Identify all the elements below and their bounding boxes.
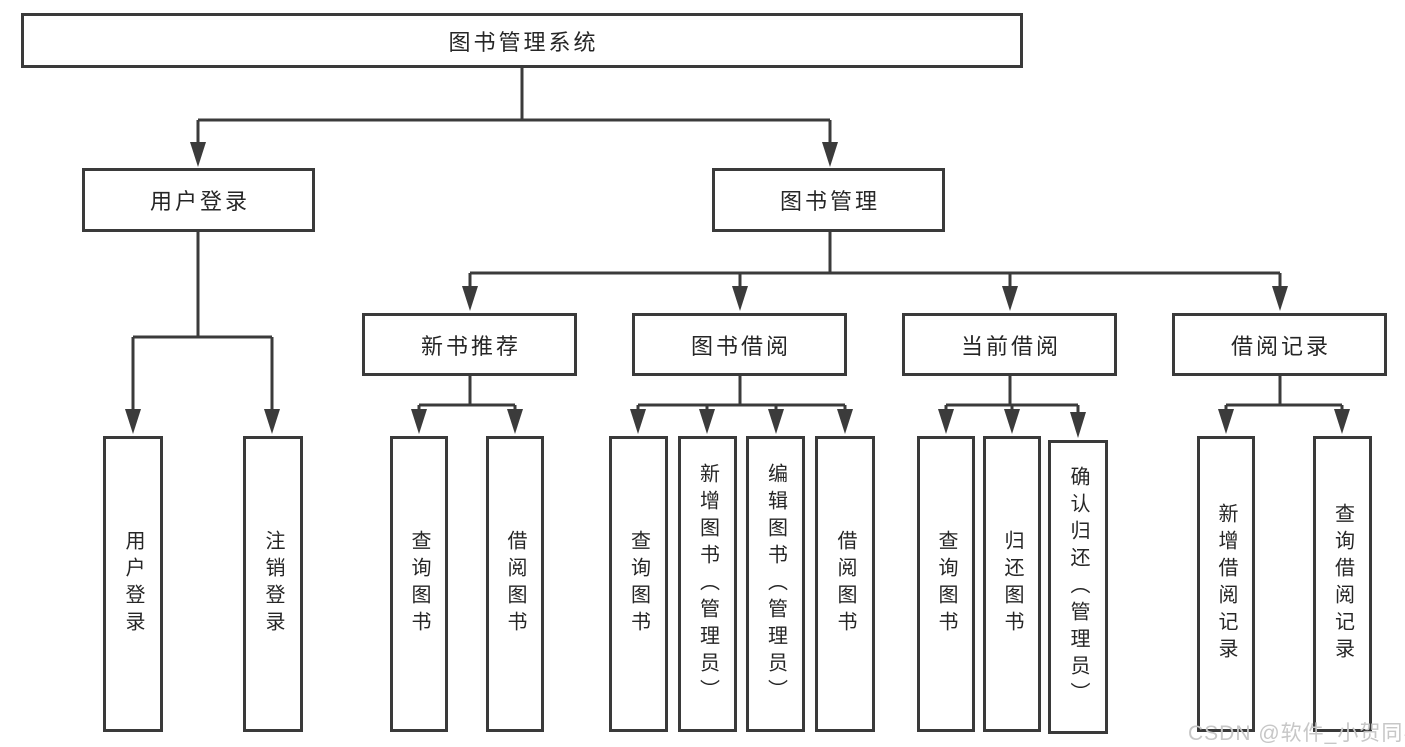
node-label: 用户登录 xyxy=(149,189,250,214)
leaf-add-borrow-record: 新增借阅记录 xyxy=(1197,436,1255,732)
leaf-label: 确认归还（管理员） xyxy=(1067,465,1089,709)
leaf-label: 新增图书（管理员） xyxy=(696,462,719,706)
watermark-text: CSDN @软件_小贺同学 xyxy=(1188,722,1405,745)
leaf-label: 查询借阅记录 xyxy=(1331,503,1354,665)
node-label: 新书推荐 xyxy=(420,333,521,359)
arrowheads xyxy=(125,142,1350,438)
leaf-query-books: 查询图书 xyxy=(917,436,975,732)
leaf-query-books: 查询图书 xyxy=(609,436,668,732)
leaf-label: 查询图书 xyxy=(408,530,430,638)
node-label: 借阅记录 xyxy=(1230,333,1331,359)
node-label: 图书管理 xyxy=(779,189,880,214)
node-book-borrowing: 图书借阅 xyxy=(632,313,847,376)
leaf-label: 编辑图书（管理员） xyxy=(764,462,787,706)
leaf-label: 新增借阅记录 xyxy=(1215,503,1237,665)
leaf-borrow-books: 借阅图书 xyxy=(486,436,544,732)
leaf-label: 注销登录 xyxy=(262,530,284,638)
node-borrowing-records: 借阅记录 xyxy=(1172,313,1387,376)
leaf-add-books-admin: 新增图书（管理员） xyxy=(678,436,737,732)
leaf-label: 查询图书 xyxy=(935,530,957,638)
node-new-book-recommendation: 新书推荐 xyxy=(362,313,577,376)
node-label: 当前借阅 xyxy=(960,333,1061,359)
node-label: 图书管理系统 xyxy=(448,29,599,55)
leaf-label: 借阅图书 xyxy=(834,530,856,638)
leaf-query-borrow-record: 查询借阅记录 xyxy=(1313,436,1372,732)
leaf-return-books: 归还图书 xyxy=(983,436,1041,732)
node-library-management-system: 图书管理系统 xyxy=(21,13,1023,68)
node-current-borrowing: 当前借阅 xyxy=(902,313,1117,376)
leaf-edit-books-admin: 编辑图书（管理员） xyxy=(746,436,805,732)
node-user-login-branch: 用户登录 xyxy=(82,168,315,232)
leaf-user-login: 用户登录 xyxy=(103,436,163,732)
leaf-label: 归还图书 xyxy=(1001,530,1023,638)
node-label: 图书借阅 xyxy=(690,333,791,359)
leaf-label: 用户登录 xyxy=(122,530,144,638)
leaf-confirm-return-admin: 确认归还（管理员） xyxy=(1048,440,1108,734)
leaf-logout: 注销登录 xyxy=(243,436,303,732)
node-book-management-branch: 图书管理 xyxy=(712,168,945,232)
leaf-borrow-books: 借阅图书 xyxy=(815,436,875,732)
leaf-label: 查询图书 xyxy=(627,530,650,638)
leaf-label: 借阅图书 xyxy=(504,530,526,638)
leaf-query-books: 查询图书 xyxy=(390,436,448,732)
